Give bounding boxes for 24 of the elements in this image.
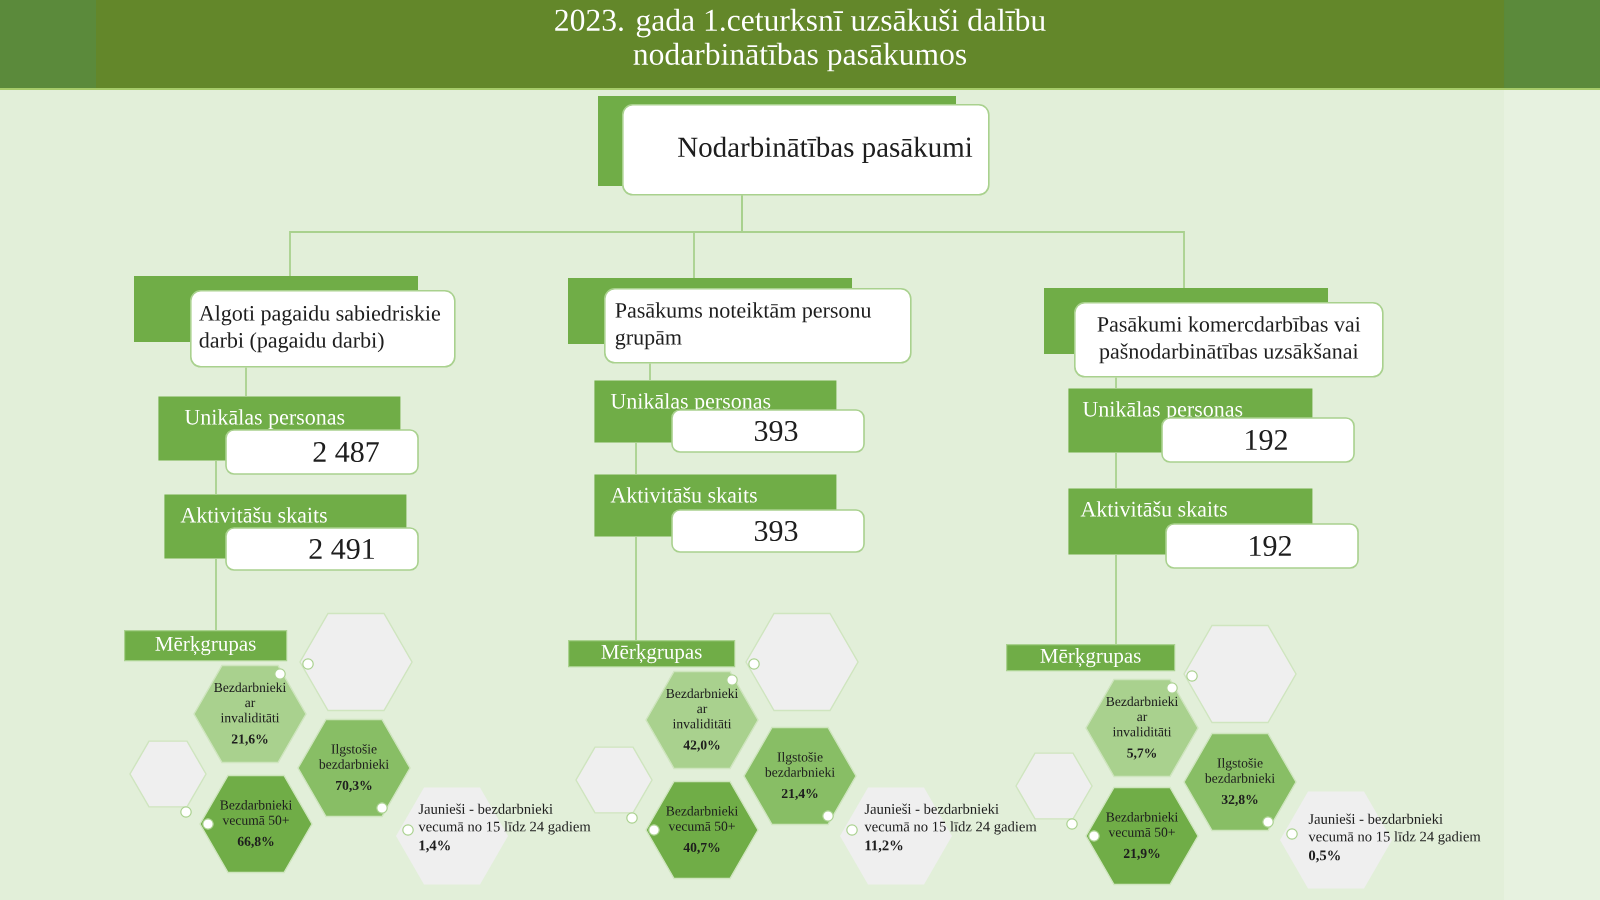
connector-line [215,459,217,495]
value-box: 2 487 [225,429,419,475]
value-box: 192 [1161,417,1355,463]
connector-line [1115,553,1117,645]
connector-line [1115,451,1117,489]
category-box: Algoti pagaidu sabiedriskie darbi (pagaidu darbi) [134,276,456,368]
connector-line [1115,376,1117,389]
value-box: 393 [671,509,865,553]
title: 2023. gada 1.ceturksnī uzsākuši dalību nodarbinātības pasākumos [555,8,1046,72]
connector-line [649,362,651,381]
label-band: Mērķgrupas [1006,644,1176,672]
connector-line [741,194,1185,289]
connector-line [215,557,217,631]
category-box: Pasākums noteiktām personu grupām [568,278,912,364]
connector-line [635,441,637,475]
label-band: Mērķgrupas [124,630,288,662]
heading-box: Nodarbinātības pasākumi [598,96,990,196]
category-box: Pasākumi komercdarbības vai pašnodarbinātības uzsākšanai [1044,288,1384,378]
label-band: Mērķgrupas [568,640,736,668]
connector-line [635,535,637,641]
value-box: 393 [671,409,865,453]
value-box: 2 491 [225,527,419,571]
connector-line [245,366,247,397]
value-box: 192 [1165,523,1359,569]
